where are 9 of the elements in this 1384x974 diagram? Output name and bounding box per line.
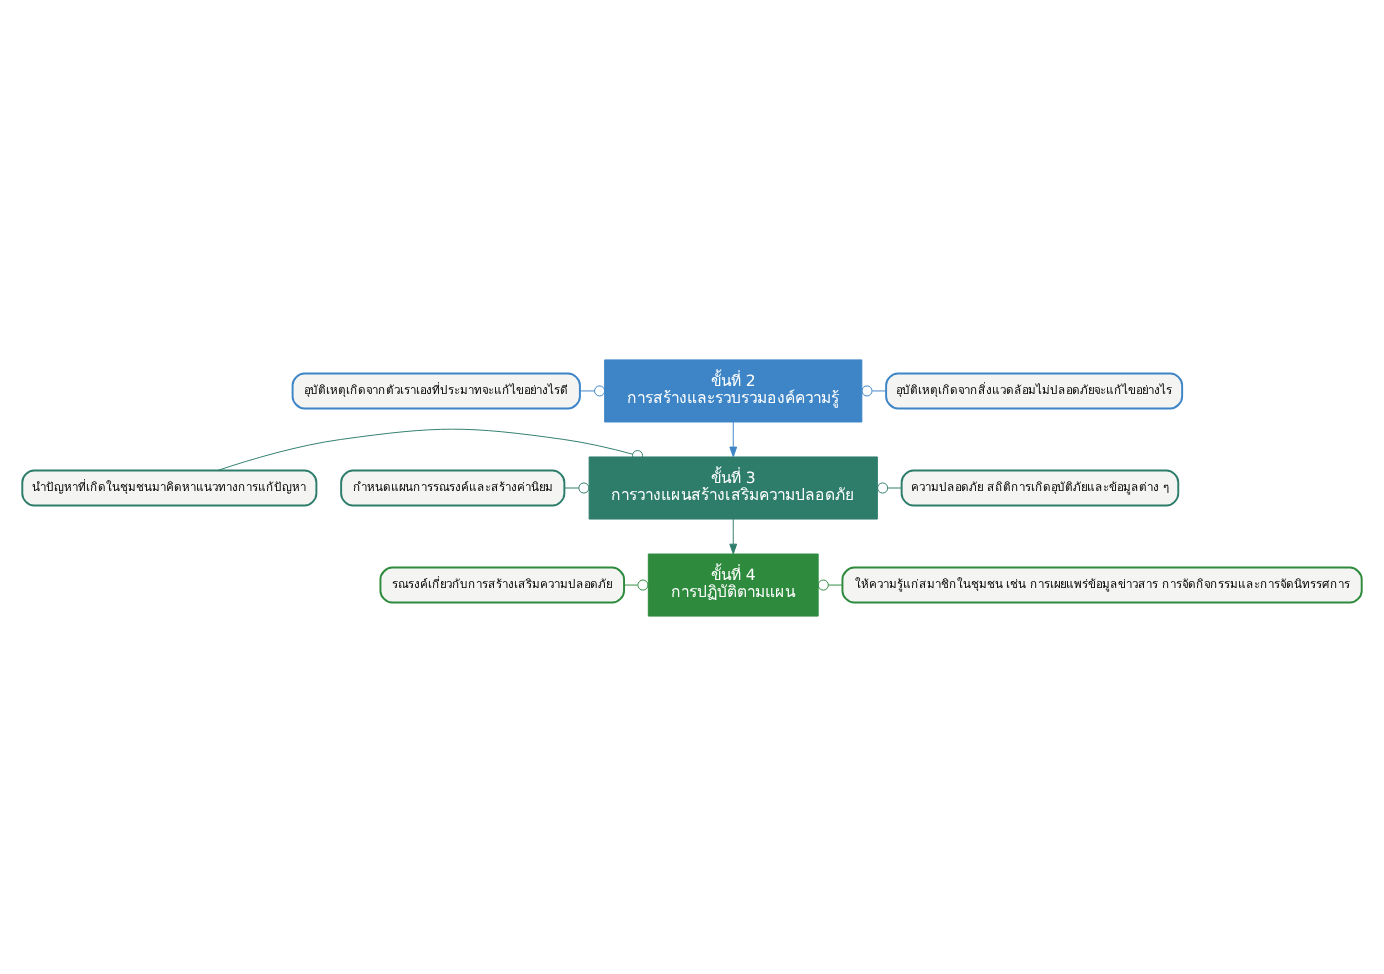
connector [877, 481, 902, 493]
arrow [729, 420, 738, 457]
arrow [729, 517, 738, 554]
connector [217, 427, 644, 470]
connector [861, 384, 887, 396]
connector [623, 578, 649, 590]
connector [817, 578, 843, 590]
connector [564, 481, 590, 493]
connector [579, 384, 606, 396]
